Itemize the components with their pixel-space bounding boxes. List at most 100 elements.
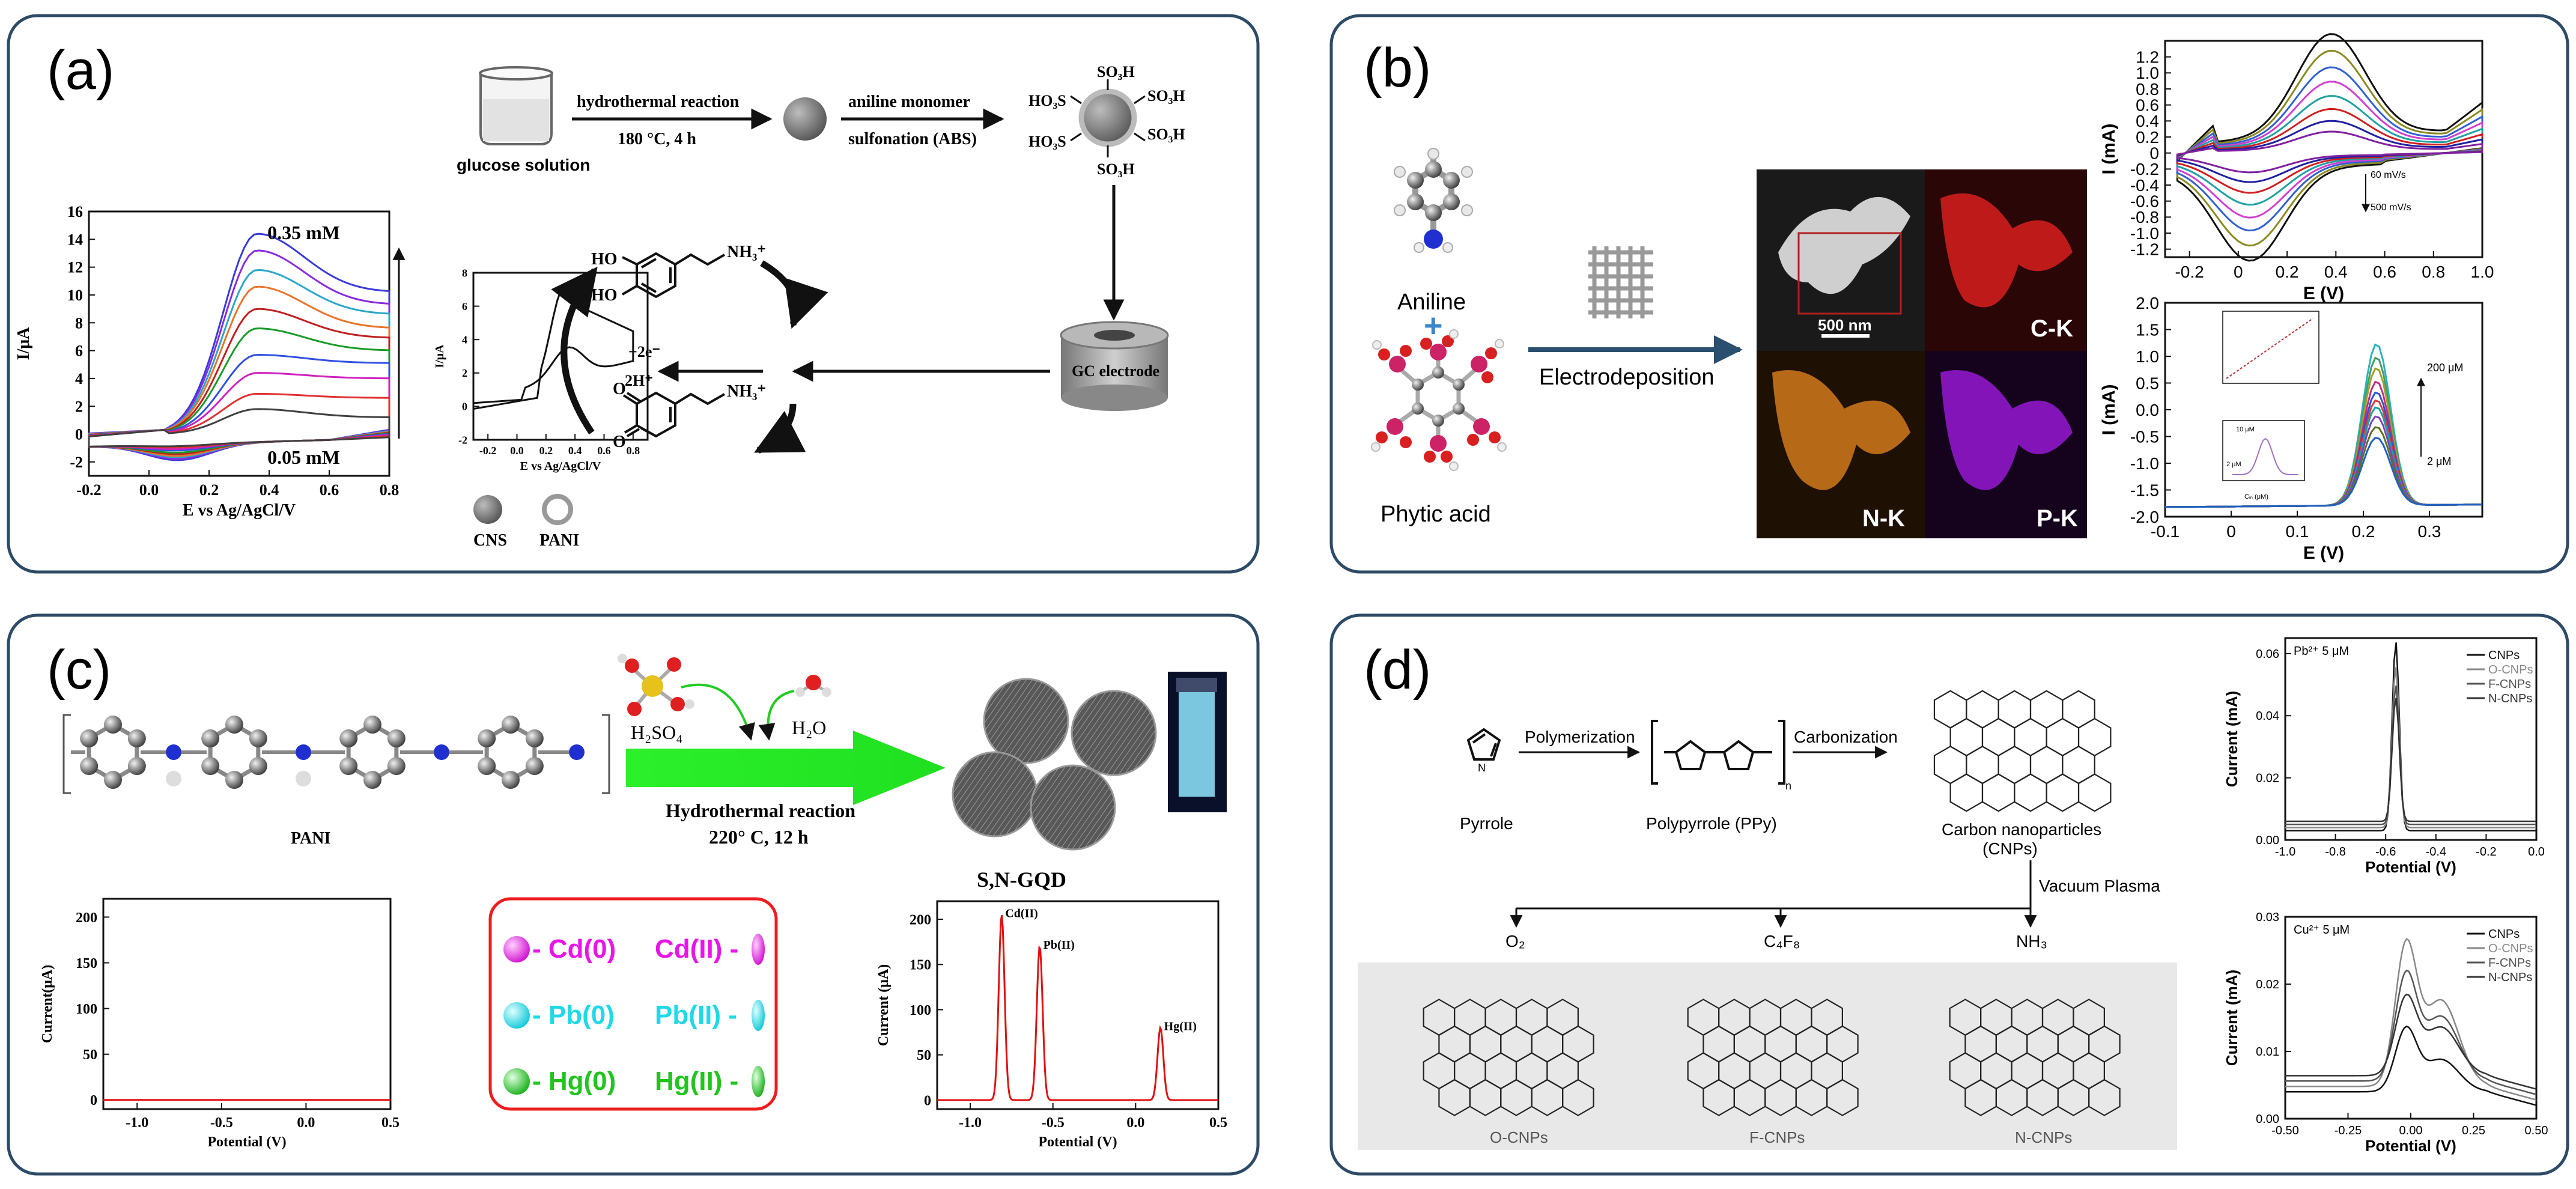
panel-b-frame xyxy=(1329,14,2569,574)
x-tick-label: 0.0 xyxy=(1126,1115,1144,1131)
y-tick-label: -2 xyxy=(70,454,83,471)
metal-left-2: - Hg(0) xyxy=(532,1066,616,1096)
y-tick-label: 0.03 xyxy=(2256,911,2279,924)
gqd-4 xyxy=(1030,764,1116,851)
x-tick-label: -0.2 xyxy=(76,481,101,499)
pani-atom xyxy=(387,757,406,775)
eds-map-c xyxy=(1925,169,2087,351)
y-axis-label: Current(μA) xyxy=(40,965,55,1043)
metal-left-0: - Cd(0) xyxy=(532,934,616,964)
y-tick-label: 0.01 xyxy=(2256,1045,2279,1059)
x-tick-label: -0.5 xyxy=(210,1115,233,1131)
pani-atom xyxy=(249,757,267,775)
x-tick-label: 0.5 xyxy=(381,1115,399,1131)
x-tick-label: -0.8 xyxy=(2325,845,2345,859)
dpv-inset-1 xyxy=(2222,311,2319,384)
plasma-label: Vacuum Plasma xyxy=(2039,877,2160,895)
y-tick-label: 8 xyxy=(75,314,83,332)
pani-h xyxy=(296,771,311,786)
cu-series-1 xyxy=(2285,938,2537,1101)
chart-title: Cu²⁺ 5 μM xyxy=(2294,923,2350,937)
cnp-f-structure xyxy=(1687,999,1859,1116)
cnp-f-hex xyxy=(1826,1078,1859,1116)
x-tick-label: -0.2 xyxy=(479,445,497,457)
metal-drop-0 xyxy=(752,934,765,965)
y-tick-label: 2 xyxy=(462,367,467,379)
y-tick-label: 8 xyxy=(462,267,467,279)
x-axis-label: E vs Ag/AgCl/V xyxy=(520,460,601,473)
pb-legend-3: N-CNPs xyxy=(2488,692,2532,705)
cu-legend-3: N-CNPs xyxy=(2488,971,2532,984)
y-axis-label: Current (mA) xyxy=(2223,691,2241,787)
plot-frame xyxy=(2284,637,2538,841)
metal-right-2: Hg(II) - xyxy=(655,1066,738,1096)
cnp-main-hex xyxy=(2046,773,2080,812)
y-tick-label: 0.5 xyxy=(2136,374,2159,392)
y-axis-label: I/μA xyxy=(433,344,446,368)
x-tick-label: 0.4 xyxy=(2324,263,2348,281)
h2o-arrow xyxy=(758,690,795,741)
x-tick-label: -0.50 xyxy=(2271,1124,2299,1137)
pani-atom xyxy=(201,757,220,775)
plus-sign: + xyxy=(1424,308,1443,344)
cnp-main-hex xyxy=(1949,717,1984,756)
quinone-structure xyxy=(622,391,725,438)
map-p-label: P-K xyxy=(2037,505,2078,532)
x-tick-label: 0.0 xyxy=(139,481,159,499)
x-axis-label: Potential (V) xyxy=(2365,858,2456,876)
x-tick-label: -1.0 xyxy=(126,1115,148,1131)
pani-atom xyxy=(80,729,99,747)
x-tick-label: 0.3 xyxy=(2418,522,2441,541)
dpv-inset-1-line xyxy=(2226,318,2313,379)
h2o-label: H₂O xyxy=(792,717,826,738)
peak-label-1: Pb(II) xyxy=(1043,938,1075,952)
cu-series-2 xyxy=(2285,969,2537,1095)
pani-atom xyxy=(387,729,406,747)
pani-n-2 xyxy=(434,744,449,760)
y-tick-label: 1.5 xyxy=(2136,320,2159,339)
metal-legend-box xyxy=(488,897,778,1111)
x-axis-label: E (V) xyxy=(2303,284,2344,303)
cnp-main-hex xyxy=(1981,717,2016,756)
cu-legend-1: O-CNPs xyxy=(2488,942,2533,955)
cv-series-2 xyxy=(88,269,390,458)
cnp-main-hex xyxy=(1933,746,1967,785)
electrodeposition-label: Electrodeposition xyxy=(1539,365,1715,390)
pani-atom xyxy=(502,771,520,789)
pani-atom xyxy=(339,757,358,775)
y-tick-label: -1.0 xyxy=(2130,454,2159,473)
x-axis-label: E (V) xyxy=(2303,543,2344,563)
cnp-main-hex xyxy=(2029,746,2064,785)
pani-atom xyxy=(80,757,99,775)
gqd-1 xyxy=(983,678,1069,764)
gc-electrode xyxy=(1060,321,1169,411)
cnp-main-hex xyxy=(2062,690,2095,729)
pani-n-0 xyxy=(166,744,181,760)
pb-series-0 xyxy=(2285,642,2536,832)
legend-cns-swatch xyxy=(473,495,502,524)
panel-a-frame xyxy=(7,14,1260,574)
y-tick-label: -0.4 xyxy=(2130,176,2159,195)
cnps-label: Carbon nanoparticles xyxy=(1942,820,2101,839)
y-tick-label: 0.0 xyxy=(2136,401,2159,419)
y-tick-label: 14 xyxy=(67,231,83,248)
glucose-label: glucose solution xyxy=(457,156,590,174)
y-tick-label: 0.02 xyxy=(2256,978,2279,991)
y-axis-label: I (mA) xyxy=(2099,385,2119,436)
peak-label-0: Cd(II) xyxy=(1005,907,1037,920)
plot-frame xyxy=(2164,302,2483,518)
dpv-inset-label-3: Cᵢₙ (μM) xyxy=(2244,493,2268,500)
redox-arrow-right-top xyxy=(760,260,828,329)
y-tick-label: 10 xyxy=(67,287,83,304)
x-tick-label: -0.4 xyxy=(2426,845,2446,859)
cnp-main-hex xyxy=(2014,717,2047,756)
x-axis-label: Potential (V) xyxy=(1038,1134,1117,1150)
y-tick-label: 0.2 xyxy=(2136,128,2159,147)
y-tick-label: 0 xyxy=(462,401,467,413)
x-tick-label: 0.8 xyxy=(627,445,640,457)
carbon-sphere xyxy=(783,97,827,141)
pb-series-1 xyxy=(2285,667,2536,829)
reaction-arrow xyxy=(626,731,946,805)
y-tick-label: 150 xyxy=(76,956,97,972)
chart-title: Pb²⁺ 5 μM xyxy=(2294,645,2349,658)
